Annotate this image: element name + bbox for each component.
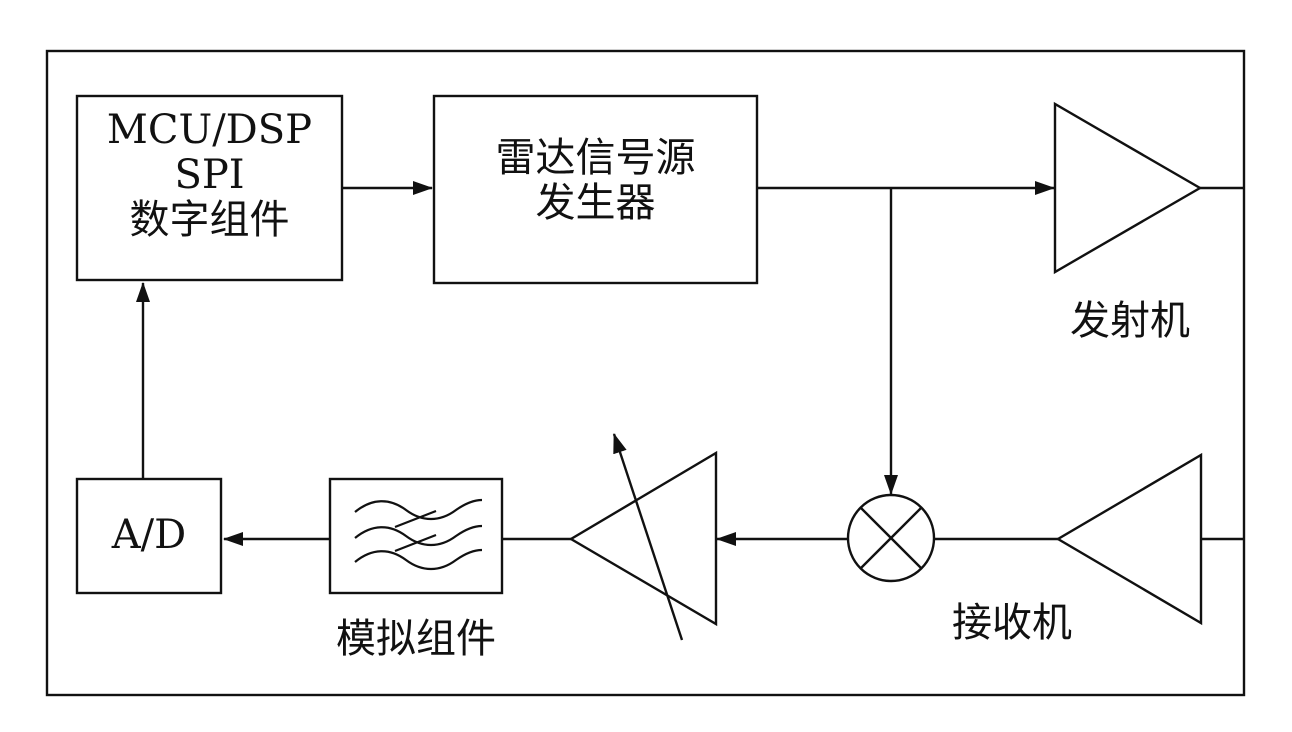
- mcu-line-2: SPI: [174, 151, 245, 198]
- ad-text: A/D: [111, 512, 187, 558]
- mcu-line-1: MCU/DSP: [106, 107, 313, 153]
- ad-label: A/D: [77, 513, 221, 558]
- radar-source-line-2: 发生器: [535, 179, 656, 226]
- mixer-cross-b: [860, 507, 922, 569]
- analog-component-caption: 模拟组件: [336, 616, 496, 662]
- mcu-line-3: 数字组件: [129, 196, 290, 243]
- variable-gain-arrow-icon: [612, 433, 684, 641]
- outer-frame: [45, 49, 1246, 697]
- filter-block: [328, 477, 504, 595]
- receiver-amplifier-icon: [1055, 452, 1203, 626]
- radar-source-line-1: 雷达信号源: [495, 135, 696, 181]
- receiver-caption: 接收机: [952, 600, 1072, 646]
- variable-gain-amplifier-icon: [568, 450, 718, 627]
- radar-source-label: 雷达信号源 发生器: [434, 136, 757, 226]
- ad-block: [75, 477, 223, 595]
- mcu-block-label: MCU/DSP SPI 数字组件: [77, 108, 342, 242]
- filter-wave-icon: [354, 498, 483, 571]
- radar-source-block: [432, 94, 759, 285]
- transmitter-amplifier-icon: [1053, 101, 1203, 275]
- transmitter-caption: 发射机: [1070, 298, 1190, 344]
